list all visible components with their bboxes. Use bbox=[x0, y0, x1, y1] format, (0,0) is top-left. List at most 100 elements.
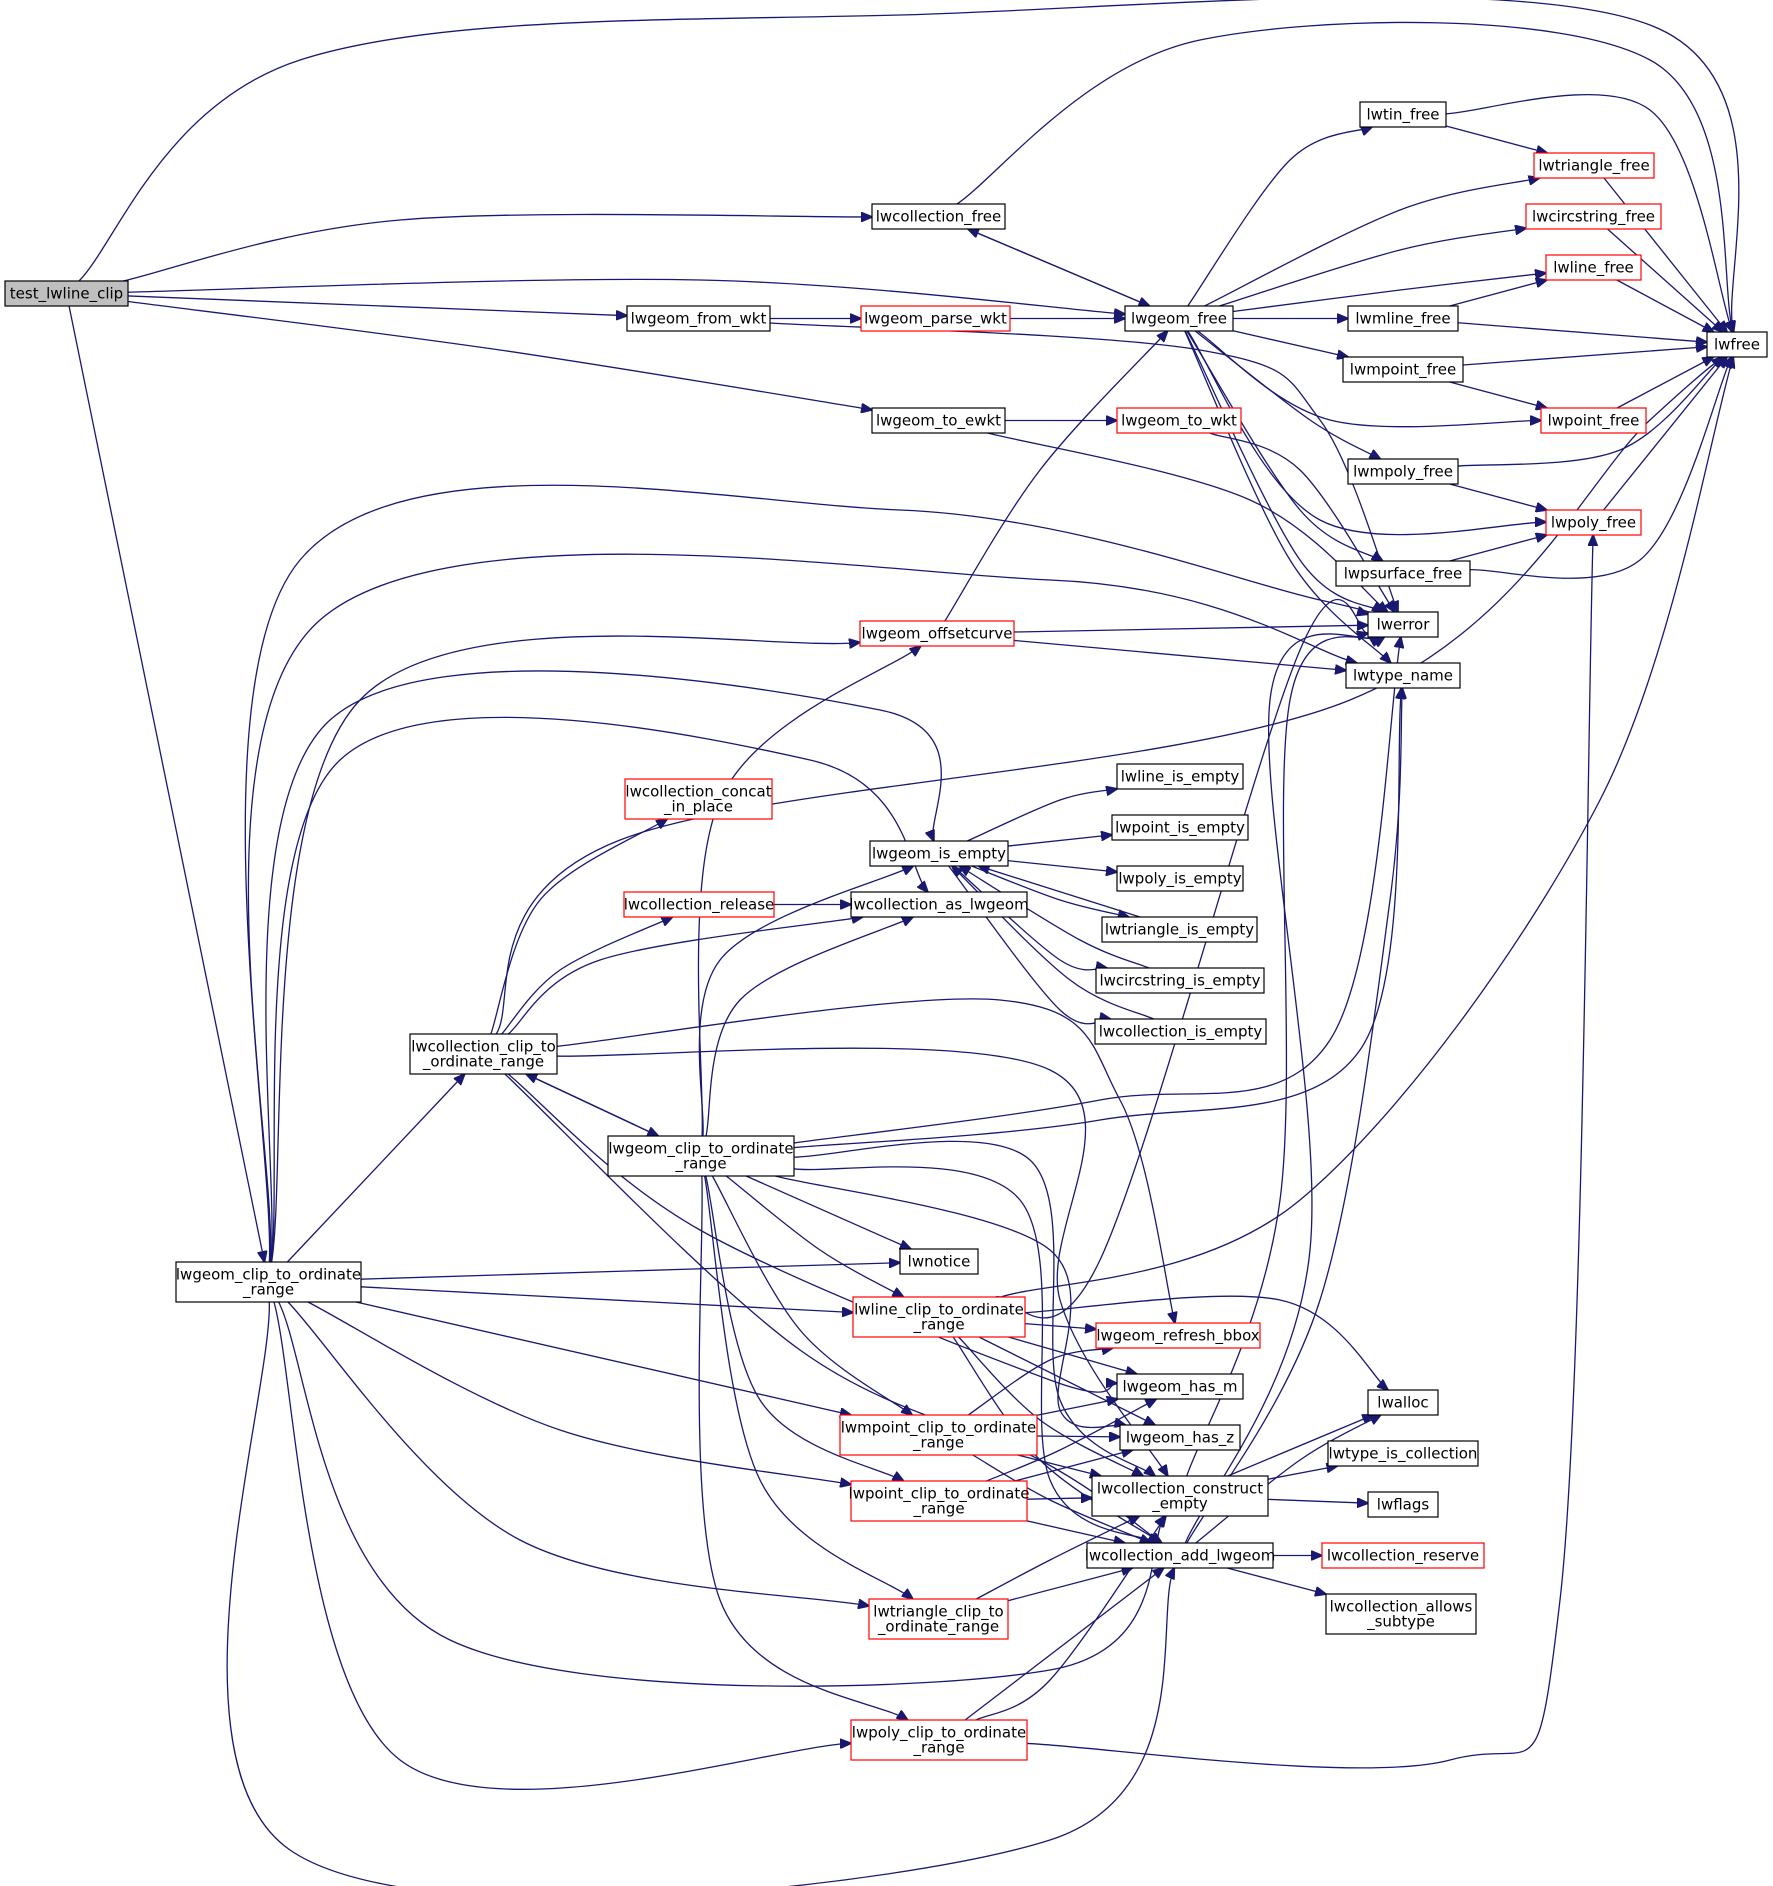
node-lwgeom-has-z[interactable]: lwgeom_has_z bbox=[1119, 1424, 1241, 1451]
node-lwgeom-is-empty[interactable]: lwgeom_is_empty bbox=[869, 840, 1009, 867]
node-lwgeom-to-ewkt[interactable]: lwgeom_to_ewkt bbox=[871, 407, 1006, 434]
node-lwpoly-is-empty[interactable]: lwpoly_is_empty bbox=[1116, 865, 1244, 892]
node-box bbox=[175, 1261, 362, 1303]
node-lwtype-is-collection[interactable]: lwtype_is_collection bbox=[1327, 1440, 1479, 1467]
edge-lwgeom-clip-to-ordinate-range-main-to-lwtriangle-clip-to-ordinate-range bbox=[287, 1301, 869, 1606]
node-label: _subtype bbox=[1366, 1613, 1435, 1632]
node-lwline-clip-to-ordinate-range[interactable]: lwline_clip_to_ordinate_range bbox=[852, 1296, 1026, 1338]
node-label: lwtin_free bbox=[1366, 106, 1439, 125]
node-box bbox=[899, 1248, 979, 1275]
node-lwfree[interactable]: lwfree bbox=[1706, 331, 1768, 358]
node-lwmpoint-clip-to-ordinate-range[interactable]: lwmpoint_clip_to_ordinate_range bbox=[839, 1414, 1038, 1456]
node-lwtriangle-clip-to-ordinate-range[interactable]: lwtriangle_clip_to_ordinate_range bbox=[868, 1598, 1009, 1640]
node-lwmpoint-free[interactable]: lwmpoint_free bbox=[1342, 356, 1464, 383]
node-lwgeom-parse-wkt[interactable]: lwgeom_parse_wkt bbox=[860, 305, 1011, 332]
edge-lwgeom-clip-to-ordinate-range-inner-to-lwline-clip-to-ordinate-range bbox=[725, 1175, 903, 1297]
node-box bbox=[1367, 1389, 1439, 1416]
edge-lwgeom-offsetcurve-to-lwerror bbox=[1013, 625, 1368, 633]
node-lwpoint-free[interactable]: lwpoint_free bbox=[1540, 407, 1647, 434]
node-box bbox=[869, 840, 1009, 867]
node-label: lwcollection_is_empty bbox=[1099, 1023, 1263, 1042]
edge-lwgeom-free-to-lwcollection-free bbox=[968, 229, 1150, 307]
node-lwalloc[interactable]: lwalloc bbox=[1367, 1389, 1439, 1416]
node-lwerror[interactable]: lwerror bbox=[1367, 611, 1439, 638]
node-lwcircstring-is-empty[interactable]: lwcircstring_is_empty bbox=[1095, 967, 1265, 994]
node-label: lwgeom_clip_to_ordinate bbox=[608, 1140, 793, 1159]
node-lwtriangle-is-empty[interactable]: lwtriangle_is_empty bbox=[1101, 916, 1258, 943]
node-box bbox=[852, 1296, 1026, 1338]
node-box bbox=[871, 203, 1006, 230]
node-lwmpoly-free[interactable]: lwmpoly_free bbox=[1347, 458, 1459, 485]
node-lwpsurface-free[interactable]: lwpsurface_free bbox=[1335, 560, 1471, 587]
node-box bbox=[1540, 407, 1647, 434]
node-box bbox=[4, 280, 129, 307]
node-lwgeom-offsetcurve[interactable]: lwgeom_offsetcurve bbox=[859, 620, 1015, 647]
node-label: lwtype_name bbox=[1353, 667, 1453, 686]
edge-lwpsurface-free-to-lwpoly-free bbox=[1449, 535, 1547, 562]
edge-lwcollection-clip-to-ordinate-range-to-lwcollection-construct-empty bbox=[556, 1047, 1168, 1476]
node-box bbox=[1124, 305, 1234, 332]
edge-lwcollection-construct-empty-to-lwflags bbox=[1267, 1499, 1368, 1503]
node-lwtype-name[interactable]: lwtype_name bbox=[1345, 662, 1461, 689]
node-test-lwline-clip[interactable]: test_lwline_clip bbox=[4, 280, 129, 307]
node-lwcollection-is-empty[interactable]: lwcollection_is_empty bbox=[1094, 1018, 1267, 1045]
node-lwcollection-allows-subtype[interactable]: lwcollection_allows_subtype bbox=[1325, 1593, 1477, 1635]
edge-lwgeom-clip-to-ordinate-range-inner-to-lwmpoint-clip-to-ordinate-range bbox=[711, 1175, 912, 1415]
node-lwpoint-is-empty[interactable]: lwpoint_is_empty bbox=[1111, 814, 1249, 841]
node-lwcollection-as-lwgeom[interactable]: lwcollection_as_lwgeom bbox=[849, 891, 1029, 918]
node-label: lwmpoly_free bbox=[1353, 463, 1453, 482]
node-lwline-is-empty[interactable]: lwline_is_empty bbox=[1116, 763, 1244, 790]
node-lwline-free[interactable]: lwline_free bbox=[1545, 254, 1642, 281]
node-lwtin-free[interactable]: lwtin_free bbox=[1359, 101, 1447, 128]
node-lwpoint-clip-to-ordinate-range[interactable]: lwpoint_clip_to_ordinate_range bbox=[849, 1480, 1030, 1522]
node-lwcollection-release[interactable]: lwcollection_release bbox=[623, 891, 775, 918]
node-lwgeom-to-wkt[interactable]: lwgeom_to_wkt bbox=[1116, 407, 1242, 434]
node-box bbox=[1094, 1018, 1267, 1045]
node-label: lwtriangle_clip_to bbox=[873, 1603, 1003, 1622]
edge-lwmpoint-clip-to-ordinate-range-to-lwgeom-has-z bbox=[1036, 1436, 1120, 1437]
node-lwgeom-refresh-bbox[interactable]: lwgeom_refresh_bbox bbox=[1095, 1322, 1261, 1349]
node-label: lwpoly_clip_to_ordinate bbox=[852, 1724, 1026, 1743]
node-box bbox=[1116, 865, 1244, 892]
edge-lwgeom-free-to-lwline-free bbox=[1232, 273, 1546, 313]
node-box bbox=[409, 1033, 558, 1075]
node-lwgeom-clip-to-ordinate-range-inner[interactable]: lwgeom_clip_to_ordinate_range bbox=[607, 1135, 795, 1177]
node-lwcollection-clip-to-ordinate-range[interactable]: lwcollection_clip_to_ordinate_range bbox=[409, 1033, 558, 1075]
edge-lwgeom-is-empty-to-lwpoint-is-empty bbox=[1007, 835, 1112, 847]
node-label: lwtriangle_is_empty bbox=[1105, 921, 1254, 940]
node-lwflags[interactable]: lwflags bbox=[1367, 1491, 1439, 1518]
node-label: lwfree bbox=[1714, 336, 1760, 354]
edge-lwgeom-clip-to-ordinate-range-main-to-lwcollection-clip-to-ordinate-range bbox=[286, 1074, 464, 1263]
edge-lwgeom-free-to-lwpoly-free bbox=[1187, 330, 1546, 536]
edge-lwpoly-clip-to-ordinate-range-to-lwcollection-add-lwgeom bbox=[964, 1568, 1164, 1721]
node-lwmline-free[interactable]: lwmline_free bbox=[1347, 305, 1459, 332]
node-lwgeom-has-m[interactable]: lwgeom_has_m bbox=[1116, 1373, 1244, 1400]
node-lwcollection-add-lwgeom[interactable]: lwcollection_add_lwgeom bbox=[1085, 1542, 1276, 1569]
edge-lwpoint-clip-to-ordinate-range-to-lwcollection-construct-empty bbox=[1026, 1498, 1092, 1499]
node-lwgeom-from-wkt[interactable]: lwgeom_from_wkt bbox=[626, 305, 771, 332]
node-lwcollection-free[interactable]: lwcollection_free bbox=[871, 203, 1006, 230]
node-label: _in_place bbox=[663, 798, 733, 817]
node-lwcollection-reserve[interactable]: lwcollection_reserve bbox=[1321, 1542, 1485, 1569]
node-lwpoly-clip-to-ordinate-range[interactable]: lwpoly_clip_to_ordinate_range bbox=[850, 1719, 1028, 1761]
edge-lwcollection-add-lwgeom-to-lwcollection-allows-subtype bbox=[1227, 1567, 1326, 1594]
edge-lwline-clip-to-ordinate-range-to-lwalloc bbox=[1024, 1295, 1388, 1390]
edge-lwgeom-clip-to-ordinate-range-inner-to-lwcollection-as-lwgeom bbox=[705, 917, 913, 1137]
node-lwcollection-construct-empty[interactable]: lwcollection_construct_empty bbox=[1091, 1475, 1269, 1517]
node-lwcollection-concat-in-place[interactable]: lwcollection_concat_in_place bbox=[624, 778, 773, 820]
node-label: lwnotice bbox=[908, 1253, 971, 1271]
node-label: lwflags bbox=[1377, 1496, 1430, 1514]
edge-lwcollection-clip-to-ordinate-range-to-lwcollection-concat-in-place bbox=[490, 819, 667, 1035]
edge-lwcollection-clip-to-ordinate-range-to-lwgeom-has-m bbox=[507, 1073, 1117, 1393]
edge-lwpoint-free-to-lwfree bbox=[1616, 357, 1713, 409]
node-lwgeom-clip-to-ordinate-range-main[interactable]: lwgeom_clip_to_ordinate_range bbox=[175, 1261, 362, 1303]
node-lwcircstring-free[interactable]: lwcircstring_free bbox=[1525, 203, 1662, 230]
edge-lwcollection-construct-empty-to-lwtype-is-collection bbox=[1267, 1466, 1337, 1480]
node-box bbox=[1101, 916, 1258, 943]
node-lwtriangle-free[interactable]: lwtriangle_free bbox=[1533, 152, 1655, 179]
node-lwpoly-free[interactable]: lwpoly_free bbox=[1545, 509, 1642, 536]
node-lwnotice[interactable]: lwnotice bbox=[899, 1248, 979, 1275]
edge-lwgeom-clip-to-ordinate-range-inner-to-lwpoly-clip-to-ordinate-range bbox=[698, 1175, 908, 1720]
node-lwgeom-free[interactable]: lwgeom_free bbox=[1124, 305, 1234, 332]
node-label: lwcollection_reserve bbox=[1327, 1547, 1479, 1566]
